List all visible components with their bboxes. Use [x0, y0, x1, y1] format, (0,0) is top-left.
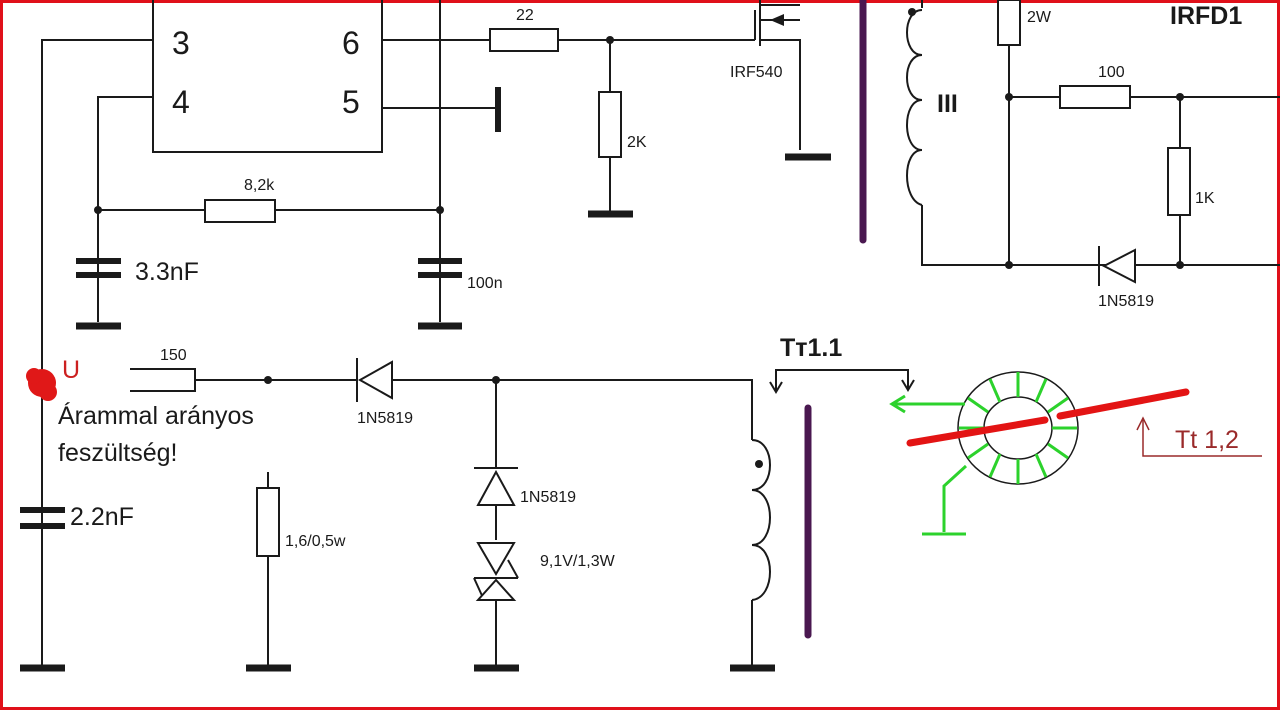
node-bottom-left — [1005, 261, 1013, 269]
ic-pin-3: 3 — [172, 25, 190, 61]
ic-pin-6: 6 — [342, 25, 360, 61]
tr12-bracket — [1142, 420, 1262, 457]
label-c100n: 100n — [467, 275, 503, 292]
diode-1n5819-vert — [474, 467, 518, 506]
label-r150: 150 — [160, 347, 187, 364]
label-zener: 9,1V/1,3W — [540, 553, 616, 570]
wire-pin3-rail — [41, 39, 153, 668]
diode-1n5819-mid — [356, 358, 393, 402]
resistor-shunt — [256, 487, 280, 557]
capacitor-2n2 — [20, 507, 65, 529]
label-d2: 1N5819 — [357, 410, 413, 427]
ic-block: 3 4 6 5 — [152, 0, 383, 153]
resistor-22 — [489, 28, 559, 52]
winding-iii — [906, 0, 1280, 266]
label-winding-iii: III — [937, 90, 958, 118]
zener-diode — [473, 542, 519, 601]
label-r8k2: 8,2k — [244, 177, 275, 194]
diode-1n5819-top — [1098, 246, 1136, 286]
note-line-2: feszültség! — [58, 439, 178, 467]
toroid-tr12 — [889, 371, 1190, 536]
ic-pin-4: 4 — [172, 84, 190, 120]
resistor-100 — [1059, 85, 1131, 109]
label-tr11: Tт1.1 — [780, 334, 842, 362]
capacitor-100n — [418, 258, 462, 278]
resistor-8k2 — [204, 199, 276, 223]
resistor-1k — [1167, 147, 1191, 216]
transformer-tr11-coil — [751, 439, 771, 666]
label-c3n3: 3.3nF — [135, 258, 199, 286]
label-mosfet: IRF540 — [730, 64, 783, 81]
resistor-150 — [130, 368, 196, 392]
label-node-u: U — [62, 356, 80, 384]
note-line-1: Árammal arányos — [58, 401, 254, 430]
label-r2w: 2W — [1027, 9, 1052, 26]
resistor-2w — [997, 0, 1021, 46]
resistor-2k — [598, 91, 622, 158]
capacitor-3n3 — [76, 258, 121, 278]
tr11-bracket — [775, 369, 909, 390]
label-d3: 1N5819 — [520, 489, 576, 506]
mosfet-irf540 — [754, 0, 801, 150]
label-r22: 22 — [516, 7, 534, 24]
label-c2n2: 2.2nF — [70, 503, 134, 531]
node-vcc — [436, 206, 444, 214]
node-150 — [264, 376, 272, 384]
label-r-shunt: 1,6/0,5w — [285, 533, 346, 550]
label-irfd: IRFD1 — [1170, 2, 1242, 30]
ic-pin-5: 5 — [342, 84, 360, 120]
node-bottom-right — [1176, 261, 1184, 269]
label-r2k: 2K — [627, 134, 647, 151]
label-r100: 100 — [1098, 64, 1125, 81]
label-d1: 1N5819 — [1098, 293, 1154, 310]
label-r1k: 1K — [1195, 190, 1215, 207]
label-tr12: Tt 1,2 — [1175, 426, 1239, 454]
